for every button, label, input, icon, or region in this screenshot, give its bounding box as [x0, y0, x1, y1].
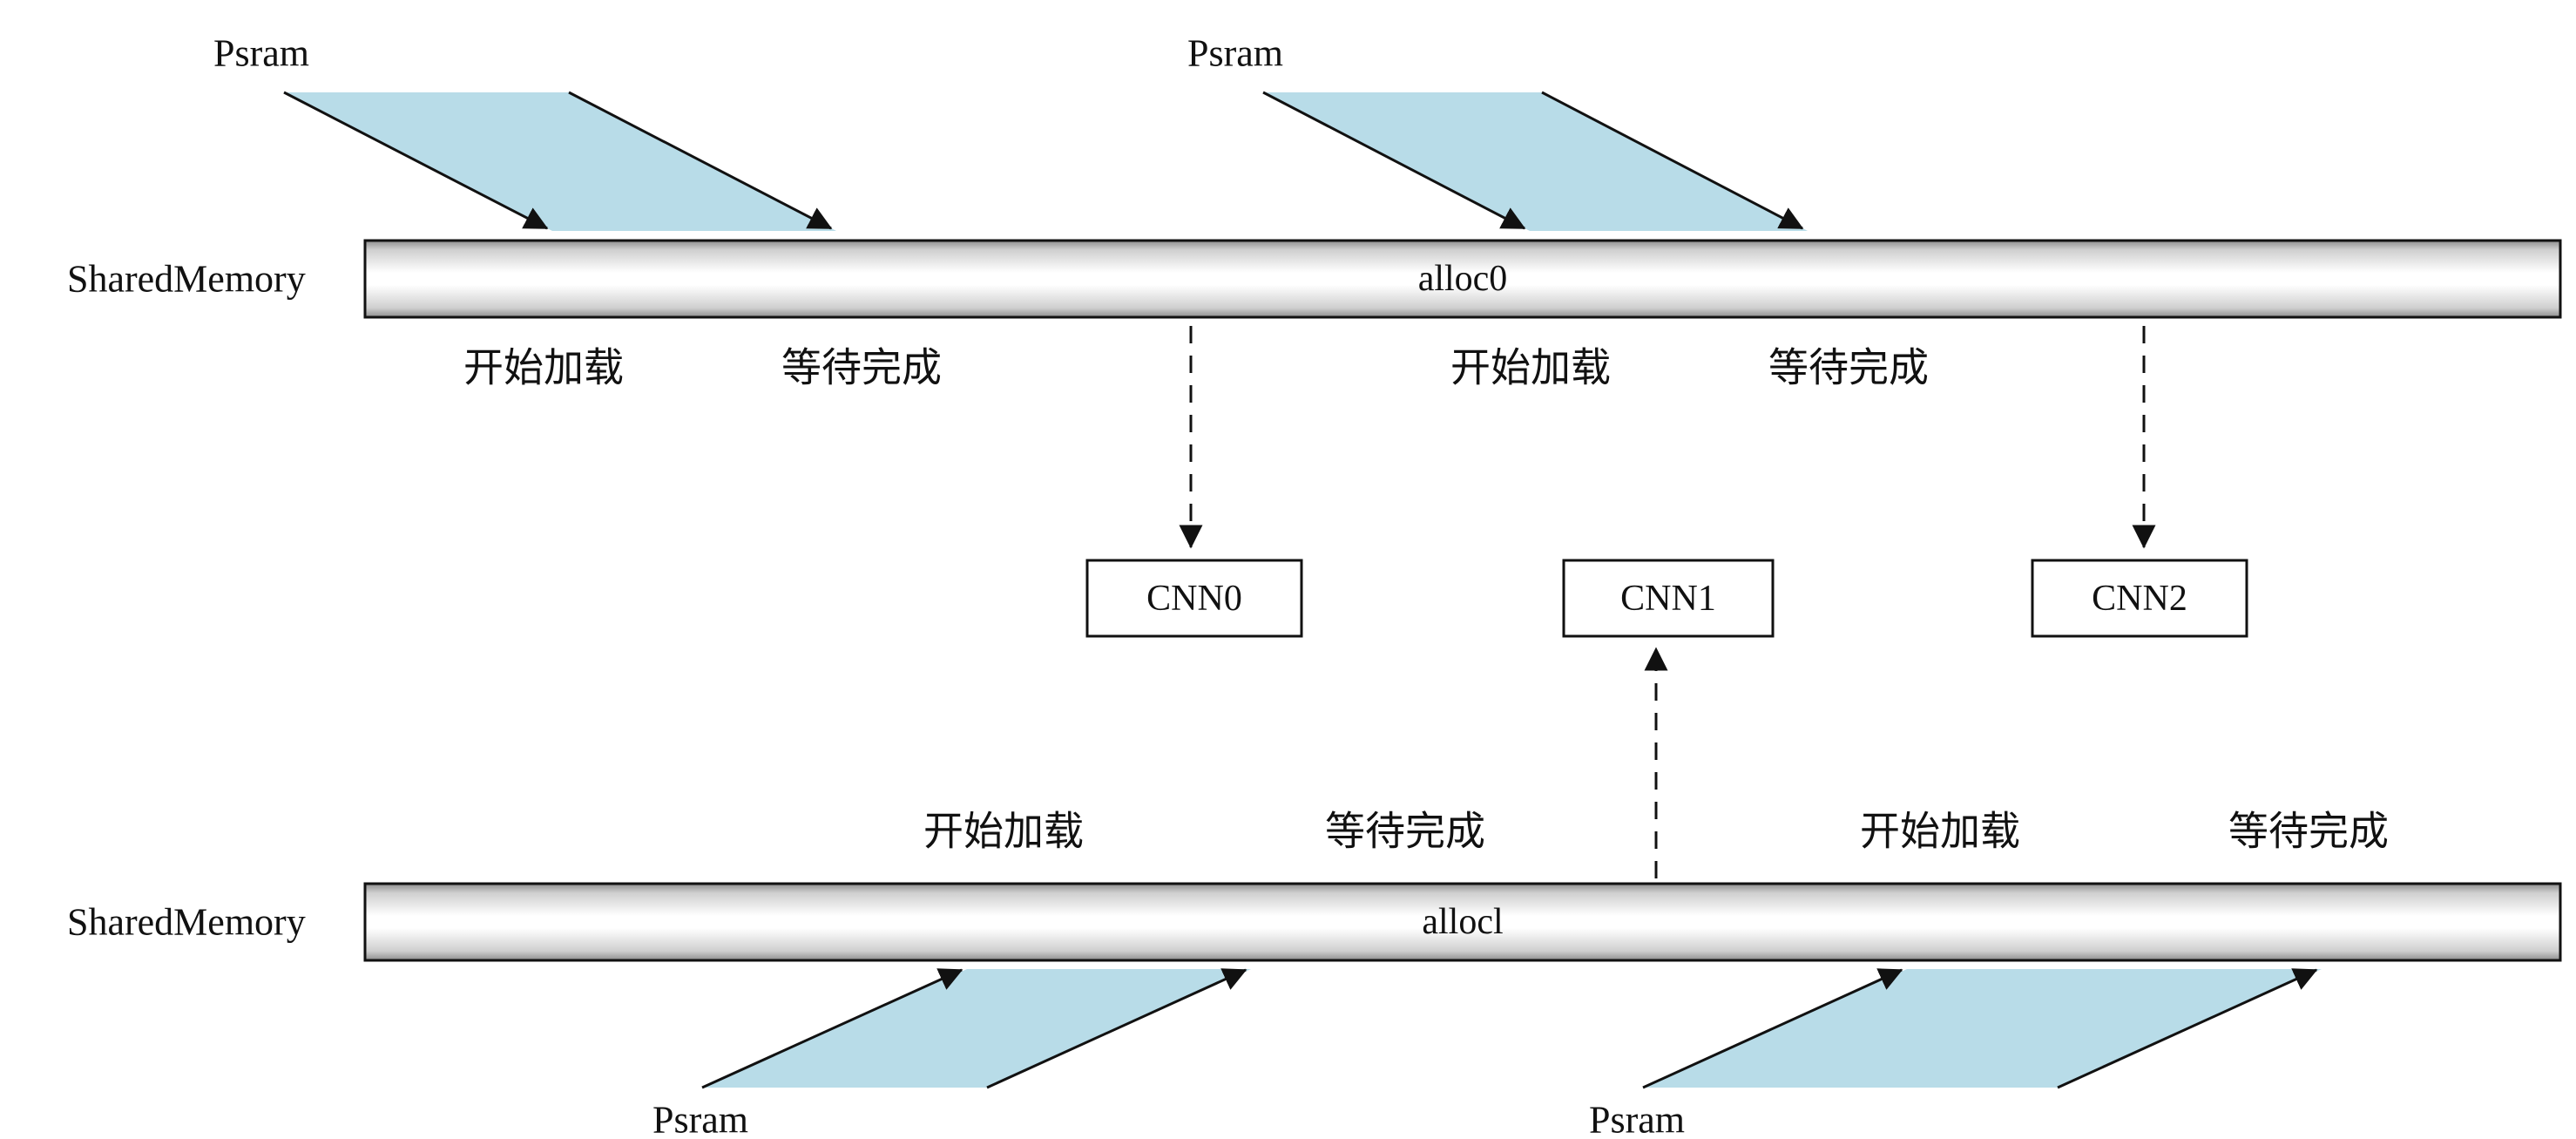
transfer-arrow-wait-done-4 — [2057, 968, 2318, 1089]
transfer-arrow-wait-done-3 — [986, 968, 1247, 1089]
cnn1-box — [1562, 559, 1775, 638]
cnn2-label: CNN2 — [2092, 579, 2187, 619]
transfer-arrow-start-load-3 — [701, 968, 963, 1089]
event-wait-done-1: 等待完成 — [781, 346, 942, 390]
event-start-load-2: 开始加载 — [1450, 346, 1611, 390]
psram-label-top-right: Psram — [1187, 32, 1283, 75]
shared-memory-label-top: SharedMemory — [67, 258, 306, 301]
cnn2-box — [2031, 559, 2248, 638]
psram-transfer-band-bottom-right — [1643, 969, 2322, 1088]
event-wait-done-2: 等待完成 — [1768, 346, 1929, 390]
psram-transfer-band-top-left — [284, 92, 836, 231]
event-start-load-1: 开始加载 — [463, 346, 624, 390]
psram-transfer-band-top-right — [1263, 92, 1808, 231]
transfer-arrow-start-load-4 — [1642, 968, 1903, 1089]
shared-memory-bar-bottom — [363, 882, 2562, 962]
event-start-load-4: 开始加载 — [1860, 810, 2020, 854]
bar-label-alloc0: alloc0 — [1418, 259, 1508, 299]
event-start-load-3: 开始加载 — [923, 810, 1084, 854]
psram-label-top-left: Psram — [213, 32, 309, 75]
transfer-arrow-start-load-1 — [283, 91, 549, 230]
event-wait-done-3: 等待完成 — [1325, 810, 1485, 854]
shared-memory-bar-top — [363, 239, 2562, 319]
cnn0-label: CNN0 — [1146, 579, 1242, 619]
transfer-arrow-wait-done-2 — [1541, 91, 1804, 230]
transfer-arrow-start-load-2 — [1262, 91, 1526, 230]
bar-label-alloc1: allocl — [1422, 902, 1503, 942]
cnn1-label: CNN1 — [1620, 579, 1716, 619]
shared-memory-label-bottom: SharedMemory — [67, 901, 306, 944]
event-wait-done-4: 等待完成 — [2228, 810, 2389, 854]
psram-transfer-band-bottom-left — [702, 969, 1251, 1088]
transfer-arrow-wait-done-1 — [568, 91, 833, 230]
psram-label-bottom-right: Psram — [1589, 1099, 1685, 1139]
psram-label-bottom-left: Psram — [652, 1099, 748, 1139]
cnn0-box — [1085, 559, 1303, 638]
